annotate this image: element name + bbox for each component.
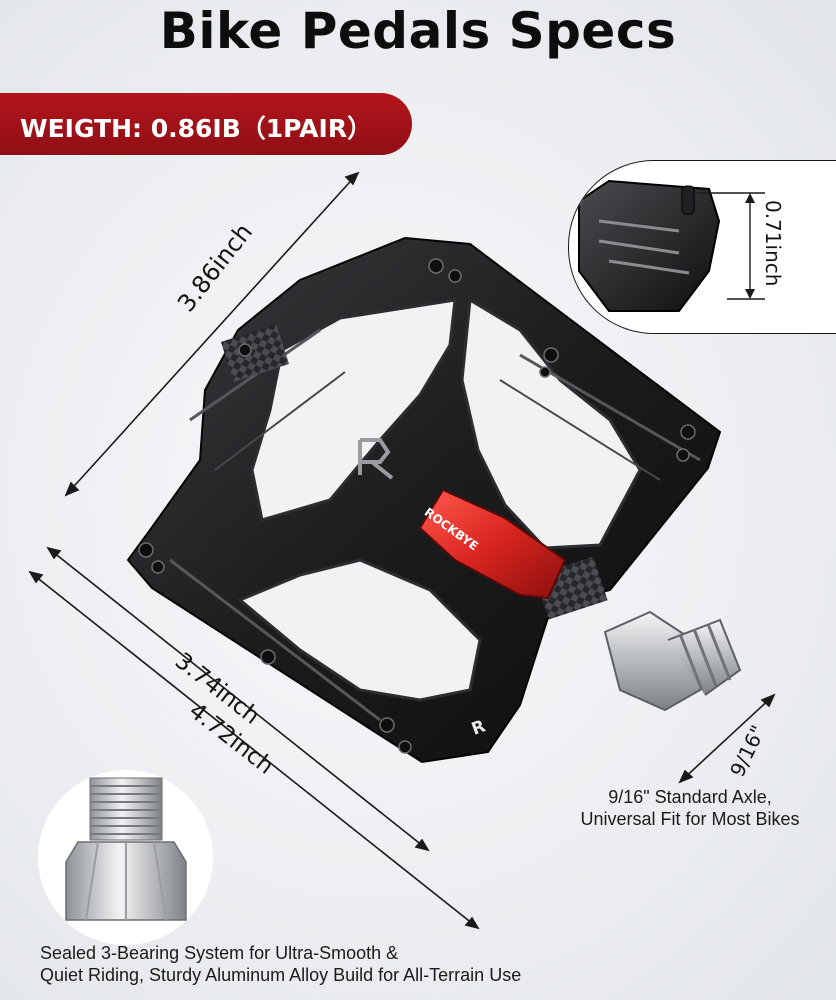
bearing-closeup (38, 770, 213, 945)
spindle (603, 610, 742, 712)
pedal-profile-image (578, 179, 765, 312)
axle-housing (418, 488, 567, 600)
weight-banner: WEIGTH: 0.86IB（1PAIR） (0, 93, 412, 155)
traction-pins (138, 258, 696, 754)
bearing-caption-line: Sealed 3-Bearing System for Ultra-Smooth… (40, 943, 399, 963)
axle-caption-line: 9/16" Standard Axle, (608, 787, 772, 807)
logo-mark-icon (358, 438, 394, 480)
spindle-closeup-image (65, 777, 187, 921)
bearing-caption: Sealed 3-Bearing System for Ultra-Smooth… (40, 942, 600, 986)
page-title: Bike Pedals Specs (159, 2, 677, 60)
axle-caption: 9/16" Standard Axle, Universal Fit for M… (560, 786, 820, 830)
height-label: 0.71inch (761, 200, 785, 287)
dimension-lines (28, 171, 776, 930)
pedal-body (126, 236, 722, 764)
height-detail-inset (568, 160, 836, 334)
weight-label: WEIGTH: 0.86IB（1PAIR） (20, 114, 373, 143)
axle-caption-line: Universal Fit for Most Bikes (580, 809, 800, 829)
grip-pad (220, 324, 290, 382)
bearing-caption-line: Quiet Riding, Sturdy Aluminum Alloy Buil… (40, 965, 522, 985)
